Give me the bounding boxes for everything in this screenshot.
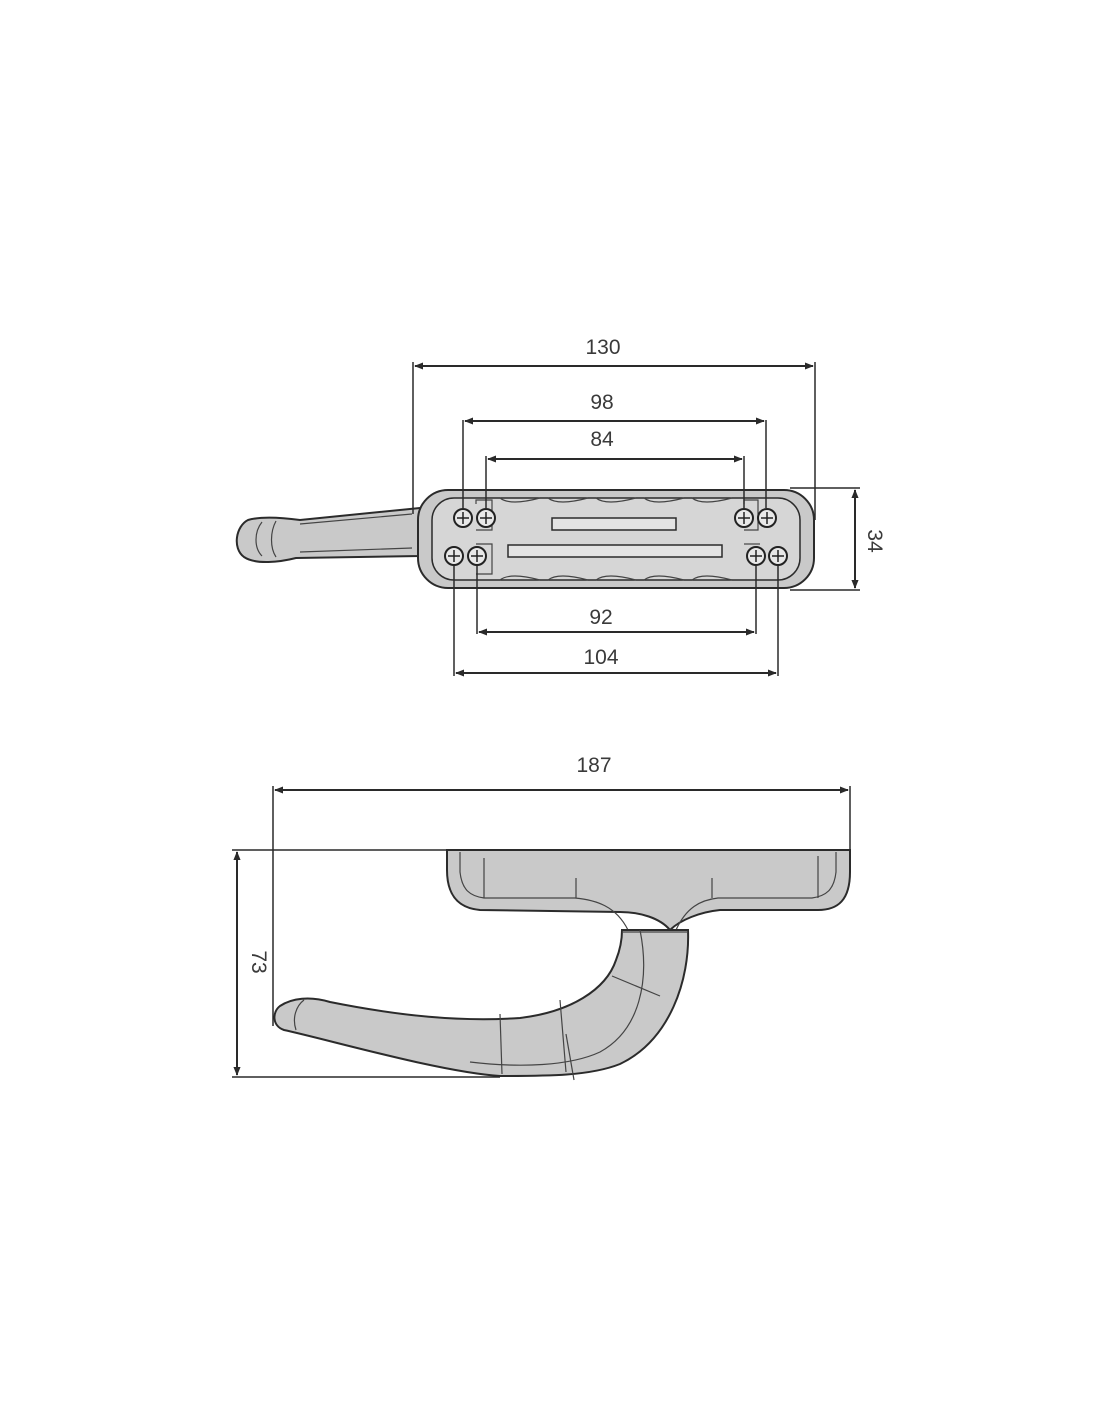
handle-lever-side <box>273 929 690 1078</box>
side-extension-lines <box>232 786 851 1078</box>
screw-hole-icon <box>746 546 766 566</box>
dim-label-inner-hole-spacing: 84 <box>590 428 614 451</box>
screw-hole-icon <box>757 508 777 528</box>
slot-upper <box>551 517 677 531</box>
screw-hole-icon <box>734 508 754 528</box>
dim-label-lower-outer-spacing: 104 <box>583 646 618 669</box>
screw-hole-icon <box>467 546 487 566</box>
screw-hole-icon <box>453 508 473 528</box>
handle-lever-top <box>235 506 421 563</box>
dim-label-lower-inner-spacing: 92 <box>589 606 612 629</box>
dim-label-height: 73 <box>247 950 270 973</box>
dim-label-base-width: 34 <box>863 529 886 553</box>
screw-holes <box>444 508 788 566</box>
top-view: 130 98 84 34 92 104 <box>235 336 886 677</box>
screw-hole-icon <box>444 546 464 566</box>
top-extension-lines <box>412 362 860 676</box>
screw-hole-icon <box>476 508 496 528</box>
dim-label-overall-length-top: 130 <box>585 336 620 359</box>
base-plate-side <box>446 849 851 932</box>
slot-lower <box>507 544 723 558</box>
dim-label-overall-length-side: 187 <box>576 754 611 777</box>
side-view: 187 73 <box>232 754 851 1081</box>
plate-ribs <box>499 497 733 581</box>
screw-hole-icon <box>768 546 788 566</box>
dim-label-outer-hole-spacing: 98 <box>590 391 613 414</box>
